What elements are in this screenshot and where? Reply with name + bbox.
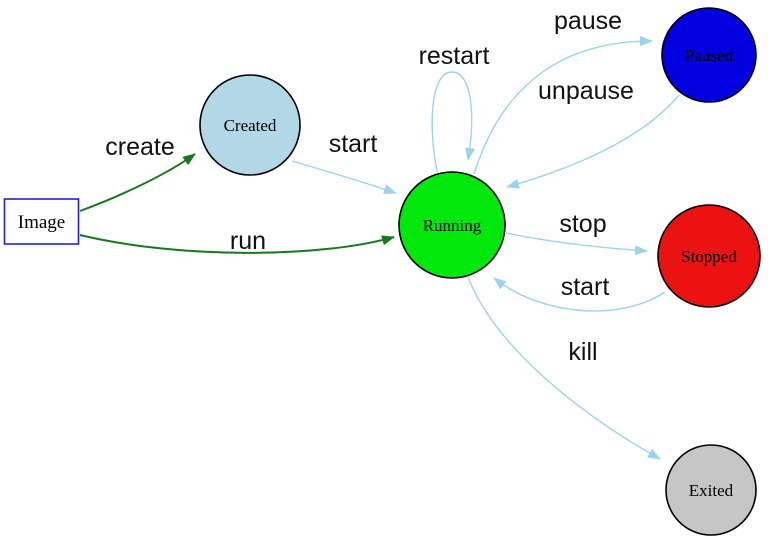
edge-label-restart: restart [419, 42, 490, 70]
node-running-shape [398, 171, 506, 279]
node-image: Image [3, 198, 80, 245]
edge-create [79, 153, 196, 212]
edge-pause [473, 36, 653, 175]
edge-label-create: create [105, 133, 174, 161]
edge-label-pause: pause [554, 7, 622, 35]
node-exited-label: Exited [689, 481, 734, 500]
edge-unpause [506, 94, 680, 189]
edge-label-start-2: start [561, 273, 610, 301]
node-paused-label: Paused [685, 46, 734, 65]
edge-label-stop: stop [559, 210, 606, 238]
edge-kill [467, 276, 661, 460]
edge-start [291, 160, 397, 194]
node-image-shape [3, 198, 80, 245]
edge-label-run: run [230, 227, 266, 255]
edge-run [79, 234, 395, 254]
node-created: Created [199, 74, 301, 176]
edge-label-kill: kill [568, 338, 597, 366]
node-paused: Paused [661, 7, 757, 103]
node-running-label: Running [423, 216, 482, 235]
edge-restart-self-loop [431, 71, 475, 173]
node-exited: Exited [665, 444, 757, 536]
node-stopped: Stopped [657, 204, 761, 308]
node-exited-shape [665, 444, 757, 536]
edge-stop [505, 232, 648, 256]
edge-label-start: start [329, 130, 378, 158]
node-paused-shape [661, 7, 757, 103]
node-running: Running [398, 171, 506, 279]
node-image-label: Image [18, 212, 65, 233]
node-stopped-label: Stopped [681, 247, 737, 266]
edge-start-from-stopped [493, 277, 666, 312]
node-created-label: Created [224, 116, 277, 135]
node-created-shape [199, 74, 301, 176]
node-stopped-shape [657, 204, 761, 308]
edge-label-unpause: unpause [538, 77, 634, 105]
